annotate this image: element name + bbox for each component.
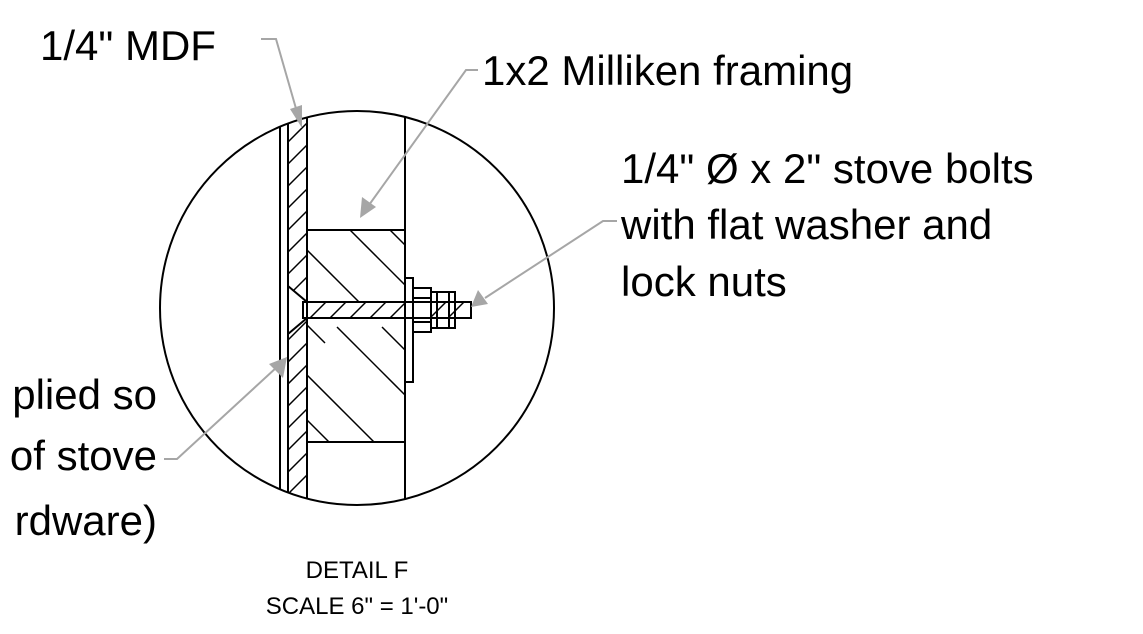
detail-circle	[159, 110, 555, 506]
washer-and-nut	[404, 277, 456, 383]
mdf-label: 1/4" MDF	[40, 22, 216, 69]
bolts-label-line-1: 1/4" Ø x 2" stove bolts	[621, 145, 1034, 192]
section-view	[279, 111, 472, 505]
leader-framing	[360, 69, 478, 218]
countersink	[287, 283, 308, 337]
left-note-line-2: of stove	[10, 432, 157, 479]
bolt-shank	[302, 301, 472, 319]
leader-bolts	[471, 220, 617, 307]
leader-left-note	[164, 357, 287, 460]
bolts-label-line-2: with flat washer and	[620, 201, 992, 248]
framing-member	[306, 111, 406, 505]
framing-label: 1x2 Milliken framing	[482, 47, 853, 94]
mdf-hatch	[287, 111, 308, 495]
detail-scale: SCALE 6" = 1'-0"	[266, 593, 448, 620]
detail-title: DETAIL F	[306, 557, 409, 584]
bolts-label-line-3: lock nuts	[621, 258, 787, 305]
left-note-line-3: rdware)	[15, 497, 157, 544]
framing-hatch	[306, 229, 406, 443]
left-note-line-1: plied so	[12, 371, 157, 418]
leader-mdf	[261, 38, 302, 128]
